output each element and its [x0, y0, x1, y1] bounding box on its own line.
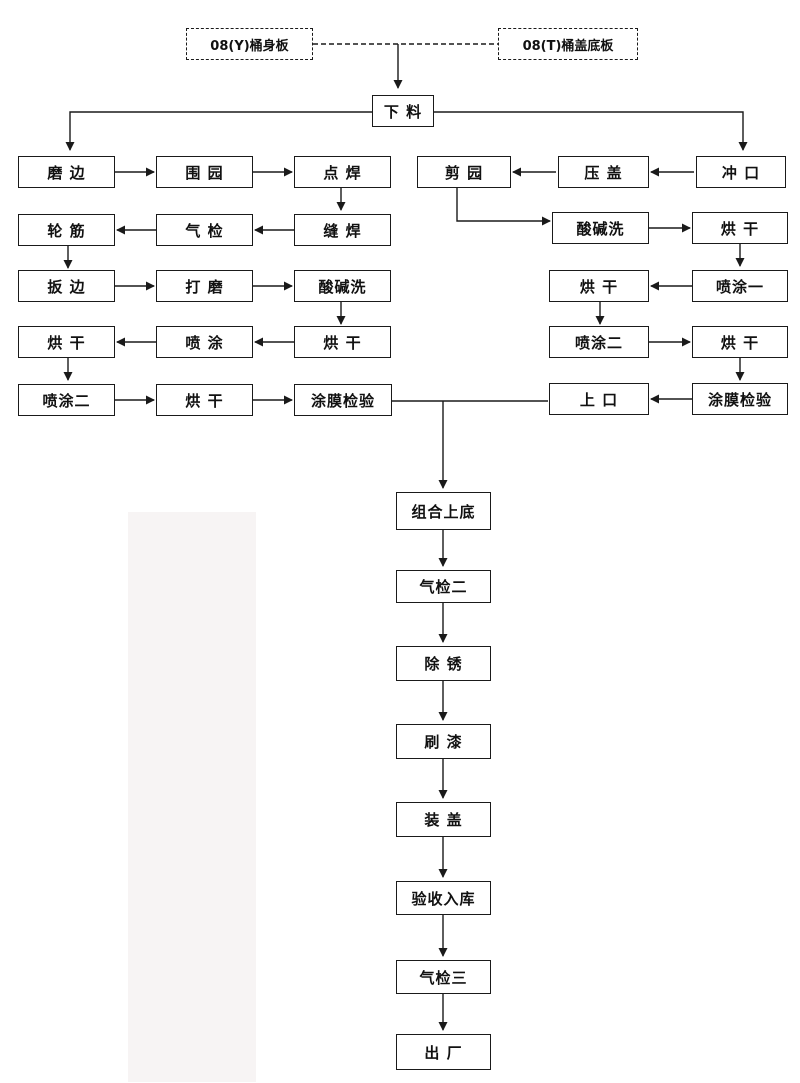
final-step-3: 除 锈 [396, 646, 491, 681]
connector-start-right [434, 111, 748, 151]
final-step-4: 刷 漆 [396, 724, 491, 759]
body-step-r4-c3: 烘 干 [294, 326, 391, 358]
body-step-r5-c3: 涂膜检验 [294, 384, 392, 416]
lid-step-top-c3: 冲 口 [696, 156, 786, 188]
lid-step-r1-c2: 烘 干 [692, 212, 788, 244]
body-step-r4-c2: 喷 涂 [156, 326, 253, 358]
background-patch [128, 512, 256, 1082]
final-step-5: 装 盖 [396, 802, 491, 837]
lid-step-r2-c2: 喷涂一 [692, 270, 788, 302]
body-step-r2-c1: 轮 筋 [18, 214, 115, 246]
lid-step-top-c2: 压 盖 [558, 156, 649, 188]
body-step-r2-c3: 缝 焊 [294, 214, 391, 246]
lid-step-r2-c1: 烘 干 [549, 270, 649, 302]
body-step-r5-c2: 烘 干 [156, 384, 253, 416]
body-step-r3-c2: 打 磨 [156, 270, 253, 302]
final-step-1: 组合上底 [396, 492, 491, 530]
connector-cut-to-wash [456, 188, 551, 226]
lid-step-r3-c2: 烘 干 [692, 326, 788, 358]
final-step-2: 气检二 [396, 570, 491, 603]
final-step-7: 气检三 [396, 960, 491, 994]
step-blanking: 下 料 [372, 95, 434, 127]
body-step-r1-c1: 磨 边 [18, 156, 115, 188]
lid-step-r4-c2: 涂膜检验 [692, 383, 788, 415]
final-step-6: 验收入库 [396, 881, 491, 915]
lid-step-top-c1: 剪 园 [417, 156, 511, 188]
connector-start-left [65, 111, 372, 151]
lid-step-r4-c1: 上 口 [549, 383, 649, 415]
source-lid-sheet: 08(T)桶盖底板 [498, 28, 638, 60]
body-step-r5-c1: 喷涂二 [18, 384, 115, 416]
body-step-r3-c3: 酸碱洗 [294, 270, 391, 302]
body-step-r2-c2: 气 检 [156, 214, 253, 246]
body-step-r1-c2: 围 园 [156, 156, 253, 188]
body-step-r1-c3: 点 焊 [294, 156, 391, 188]
source-body-sheet: 08(Y)桶身板 [186, 28, 313, 60]
body-step-r3-c1: 扳 边 [18, 270, 115, 302]
body-step-r4-c1: 烘 干 [18, 326, 115, 358]
final-step-8: 出 厂 [396, 1034, 491, 1070]
lid-step-r3-c1: 喷涂二 [549, 326, 649, 358]
lid-step-r1-c1: 酸碱洗 [552, 212, 649, 244]
